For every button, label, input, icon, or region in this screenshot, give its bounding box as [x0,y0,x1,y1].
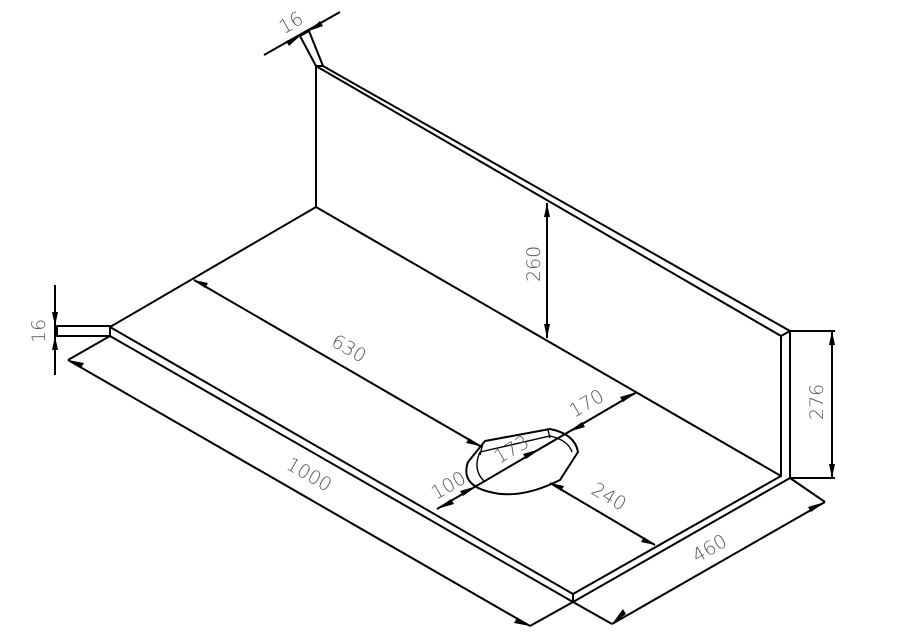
dim-label-100: 100 [428,467,470,504]
dim-label-16-left: 16 [28,319,50,343]
dim-label-170: 170 [566,385,608,422]
dim-label-460: 460 [689,530,731,567]
back-panel [299,30,791,479]
base-panel [56,206,791,603]
dim-label-260: 260 [523,246,545,282]
dim-label-1000: 1000 [283,453,336,496]
dim-length-1000: 1000 [67,335,574,627]
base-end-face [56,325,111,337]
dim-height-276: 276 [790,330,835,479]
dim-offset-630: 630 [193,279,481,447]
dim-height-260: 260 [523,203,550,338]
dim-label-173: 173 [491,431,533,468]
dim-back-thickness: 16 [263,8,341,56]
dim-offset-240: 240 [549,478,656,546]
slot-cutout [465,428,579,496]
dim-label-276: 276 [806,384,828,420]
dim-base-thickness: 16 [28,285,58,375]
